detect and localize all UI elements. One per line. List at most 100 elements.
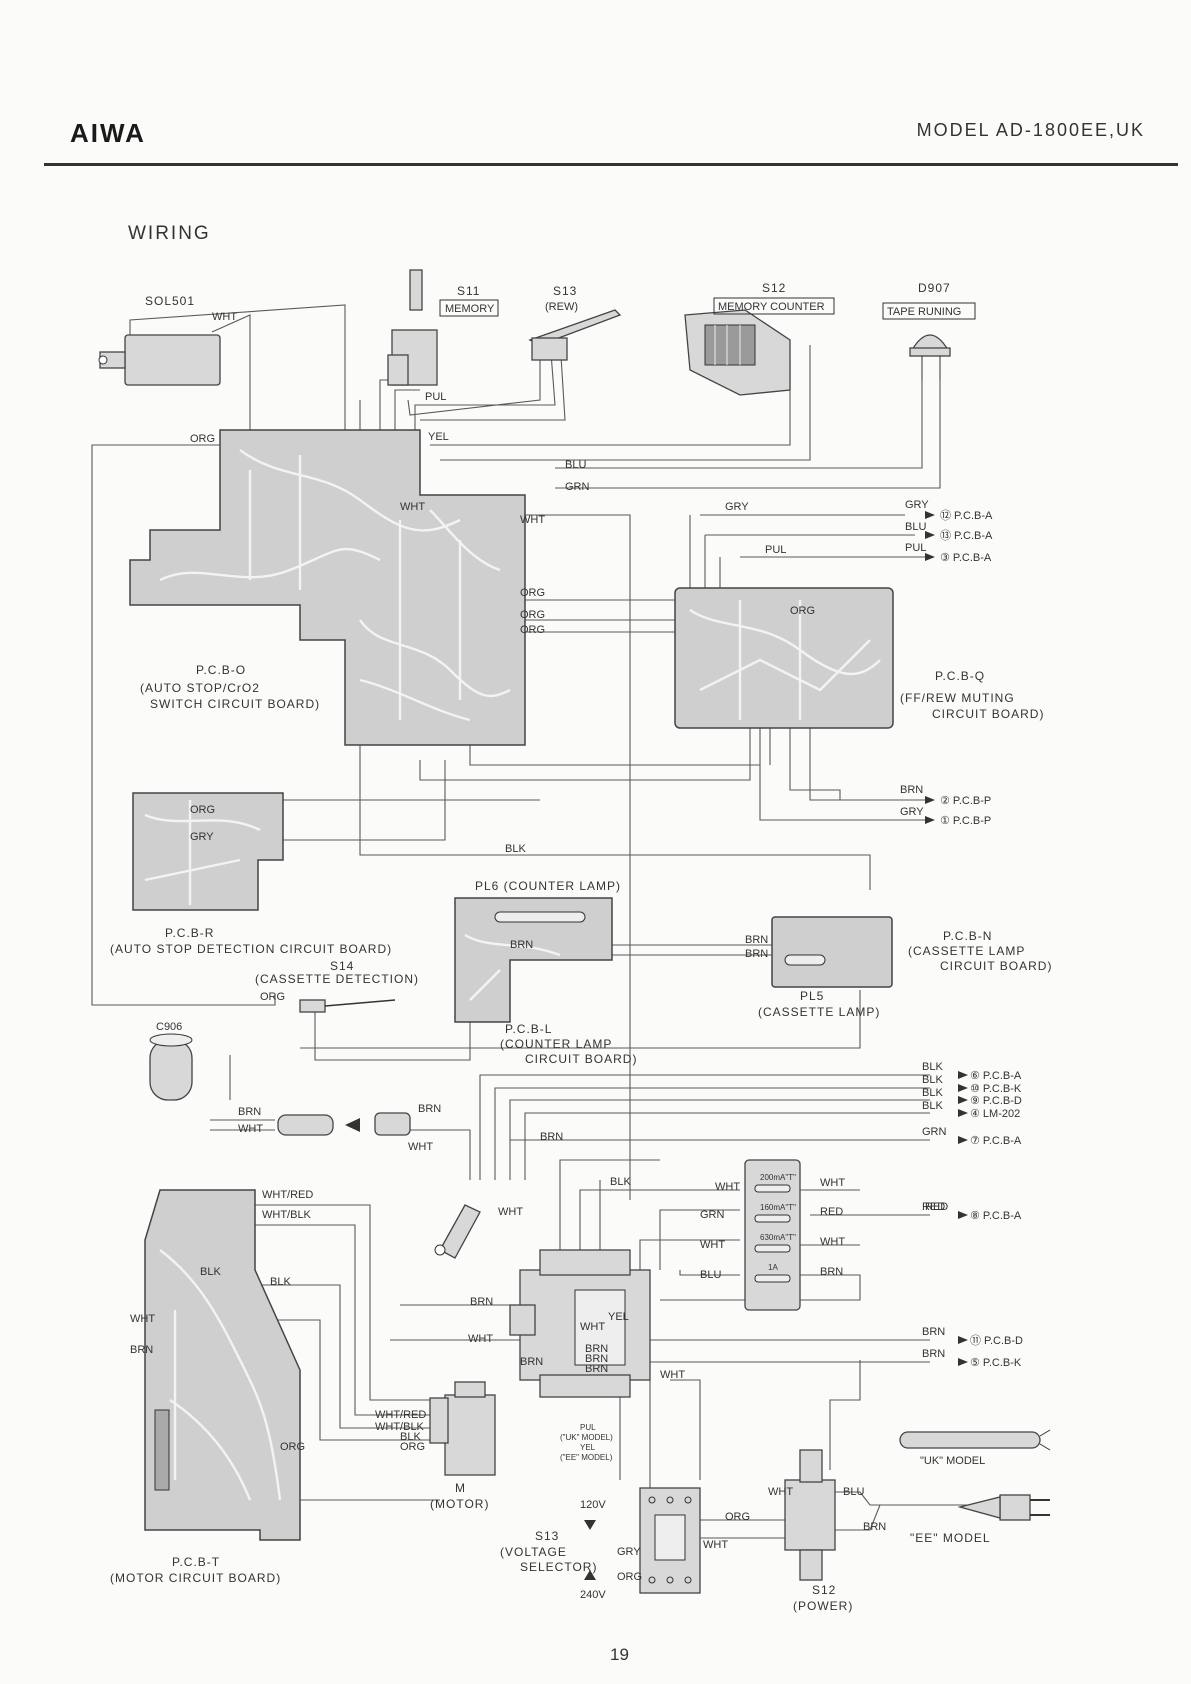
svg-text:WHT: WHT bbox=[580, 1321, 605, 1333]
svg-text:⑦ P.C.B-A: ⑦ P.C.B-A bbox=[970, 1135, 1022, 1147]
svg-text:BRN: BRN bbox=[540, 1131, 563, 1143]
svg-text:WHT: WHT bbox=[130, 1313, 155, 1325]
ee-model-label: "EE" MODEL bbox=[910, 1531, 991, 1545]
svg-text:② P.C.B-P: ② P.C.B-P bbox=[940, 795, 991, 807]
s14-label: S14 bbox=[330, 959, 354, 973]
svg-text:BLK: BLK bbox=[400, 1431, 421, 1443]
v120-label: 120V bbox=[580, 1499, 606, 1511]
dest-row: GRY ⑫ P.C.B-A bbox=[905, 499, 993, 522]
svg-text:ORG: ORG bbox=[260, 991, 285, 1003]
pcb-r-desc: (AUTO STOP DETECTION CIRCUIT BOARD) bbox=[110, 942, 392, 956]
svg-text:BRN: BRN bbox=[922, 1326, 945, 1338]
svg-text:BLK: BLK bbox=[505, 843, 526, 855]
svg-text:BRN: BRN bbox=[863, 1521, 886, 1533]
svg-text:ORG: ORG bbox=[617, 1571, 642, 1583]
svg-text:⑤ P.C.B-K: ⑤ P.C.B-K bbox=[970, 1357, 1022, 1369]
svg-text:GRN: GRN bbox=[700, 1209, 725, 1221]
dest-row: BLK ⑨ P.C.B-D bbox=[922, 1087, 1022, 1107]
s12-counter-box: MEMORY COUNTER bbox=[718, 301, 825, 313]
svg-text:③ P.C.B-A: ③ P.C.B-A bbox=[940, 552, 992, 564]
svg-text:WHT: WHT bbox=[400, 501, 425, 513]
svg-text:WHT: WHT bbox=[498, 1206, 523, 1218]
svg-text:① P.C.B-P: ① P.C.B-P bbox=[940, 815, 991, 827]
dest-row: BRN ⑤ P.C.B-K bbox=[922, 1348, 1022, 1369]
motor-label: M bbox=[455, 1481, 466, 1495]
pl6-label: PL6 (COUNTER LAMP) bbox=[475, 879, 621, 893]
bracket bbox=[434, 1204, 481, 1259]
wires bbox=[91, 304, 1000, 1539]
pcb-q-desc2: CIRCUIT BOARD) bbox=[932, 707, 1044, 721]
svg-text:WHT/RED: WHT/RED bbox=[262, 1189, 313, 1201]
pul-uk-note: ("UK" MODEL) bbox=[560, 1433, 613, 1442]
svg-text:BRN: BRN bbox=[130, 1344, 153, 1356]
d907-label: D907 bbox=[918, 281, 951, 295]
svg-text:BLK: BLK bbox=[922, 1074, 943, 1086]
svg-text:ORG: ORG bbox=[790, 605, 815, 617]
switch-s11: S11 MEMORY bbox=[387, 269, 499, 386]
uk-model-label: "UK" MODEL bbox=[920, 1455, 985, 1467]
svg-text:YEL: YEL bbox=[428, 431, 449, 443]
d907-box: TAPE RUNING bbox=[887, 306, 961, 318]
fuse-f4: 1A bbox=[768, 1263, 778, 1272]
svg-text:BRN: BRN bbox=[745, 934, 768, 946]
s11-label: S11 bbox=[457, 284, 480, 298]
board-pcb-r: P.C.B-R (AUTO STOP DETECTION CIRCUIT BOA… bbox=[110, 792, 392, 956]
v240-label: 240V bbox=[580, 1589, 606, 1601]
board-pcb-q: P.C.B-Q (FF/REW MUTING CIRCUIT BOARD) bbox=[674, 587, 1044, 729]
dest-row: RED ⑧ P.C.B-A bbox=[922, 1201, 1022, 1222]
svg-text:BRN: BRN bbox=[418, 1103, 441, 1115]
svg-text:ORG: ORG bbox=[280, 1441, 305, 1453]
svg-text:BLK: BLK bbox=[610, 1176, 631, 1188]
destination-labels: GRY ⑫ P.C.B-A BLU ⑬ P.C.B-A PUL ③ P.C.B-… bbox=[900, 499, 1023, 1369]
svg-text:WHT: WHT bbox=[715, 1181, 740, 1193]
svg-text:BRN: BRN bbox=[585, 1363, 608, 1375]
svg-text:WHT: WHT bbox=[700, 1239, 725, 1251]
pcb-o-desc2: SWITCH CIRCUIT BOARD) bbox=[150, 697, 320, 711]
svg-text:ORG: ORG bbox=[190, 804, 215, 816]
svg-text:⑬ P.C.B-A: ⑬ P.C.B-A bbox=[940, 529, 993, 542]
s13-rew-sub: (REW) bbox=[545, 301, 578, 313]
svg-text:WHT: WHT bbox=[238, 1123, 263, 1135]
power-switch-s12: S12 (POWER) bbox=[784, 1449, 852, 1613]
svg-text:⑫ P.C.B-A: ⑫ P.C.B-A bbox=[940, 509, 993, 522]
dest-row: BLK ④ LM-202 bbox=[922, 1100, 1020, 1120]
svg-text:WHT: WHT bbox=[212, 311, 237, 323]
mains-plugs: "UK" MODEL "EE" MODEL bbox=[899, 1429, 1051, 1545]
solenoid-sol501: SOL501 bbox=[98, 294, 221, 386]
pcb-t-title: P.C.B-T bbox=[172, 1555, 220, 1569]
s13-rew-label: S13 bbox=[553, 284, 577, 298]
board-pcb-o: P.C.B-O (AUTO STOP/CrO2 SWITCH CIRCUIT B… bbox=[129, 429, 526, 746]
svg-text:⑨ P.C.B-D: ⑨ P.C.B-D bbox=[970, 1095, 1022, 1107]
svg-text:⑩ P.C.B-K: ⑩ P.C.B-K bbox=[970, 1083, 1022, 1095]
svg-text:BLU: BLU bbox=[843, 1486, 864, 1498]
svg-text:YEL: YEL bbox=[608, 1311, 629, 1323]
svg-text:BLK: BLK bbox=[922, 1087, 943, 1099]
svg-text:RED: RED bbox=[922, 1201, 945, 1213]
svg-text:GRN: GRN bbox=[922, 1126, 947, 1138]
svg-text:BRN: BRN bbox=[510, 939, 533, 951]
svg-text:BRN: BRN bbox=[238, 1106, 261, 1118]
s13-volt-label: S13 bbox=[535, 1529, 559, 1543]
svg-text:GRY: GRY bbox=[190, 831, 214, 843]
fuse-f1: 200mA"T" bbox=[760, 1173, 796, 1182]
fuse-f3: 630mA"T" bbox=[760, 1233, 796, 1242]
svg-text:ORG: ORG bbox=[725, 1511, 750, 1523]
pl5-desc: (CASSETTE LAMP) bbox=[758, 1005, 880, 1019]
svg-text:WHT: WHT bbox=[768, 1486, 793, 1498]
pcb-q-desc1: (FF/REW MUTING bbox=[900, 691, 1015, 705]
fuse-block: 200mA"T" 160mA"T" 630mA"T" 1A bbox=[744, 1159, 801, 1311]
pcb-o-desc1: (AUTO STOP/CrO2 bbox=[140, 681, 260, 695]
svg-text:WHT: WHT bbox=[820, 1236, 845, 1248]
svg-text:PUL: PUL bbox=[905, 542, 926, 554]
pcb-l-desc2: CIRCUIT BOARD) bbox=[525, 1052, 637, 1066]
svg-text:BLK: BLK bbox=[922, 1061, 943, 1073]
svg-text:ORG: ORG bbox=[190, 433, 215, 445]
dest-row: BRN ⑪ P.C.B-D bbox=[922, 1326, 1023, 1347]
c906-label: C906 bbox=[156, 1021, 182, 1033]
svg-text:⑥ P.C.B-A: ⑥ P.C.B-A bbox=[970, 1070, 1022, 1082]
switch-s13-rew: S13 (REW) bbox=[528, 284, 622, 361]
svg-text:ORG: ORG bbox=[400, 1441, 425, 1453]
s14-desc: (CASSETTE DETECTION) bbox=[255, 972, 419, 986]
pcb-o-title: P.C.B-O bbox=[196, 663, 246, 677]
